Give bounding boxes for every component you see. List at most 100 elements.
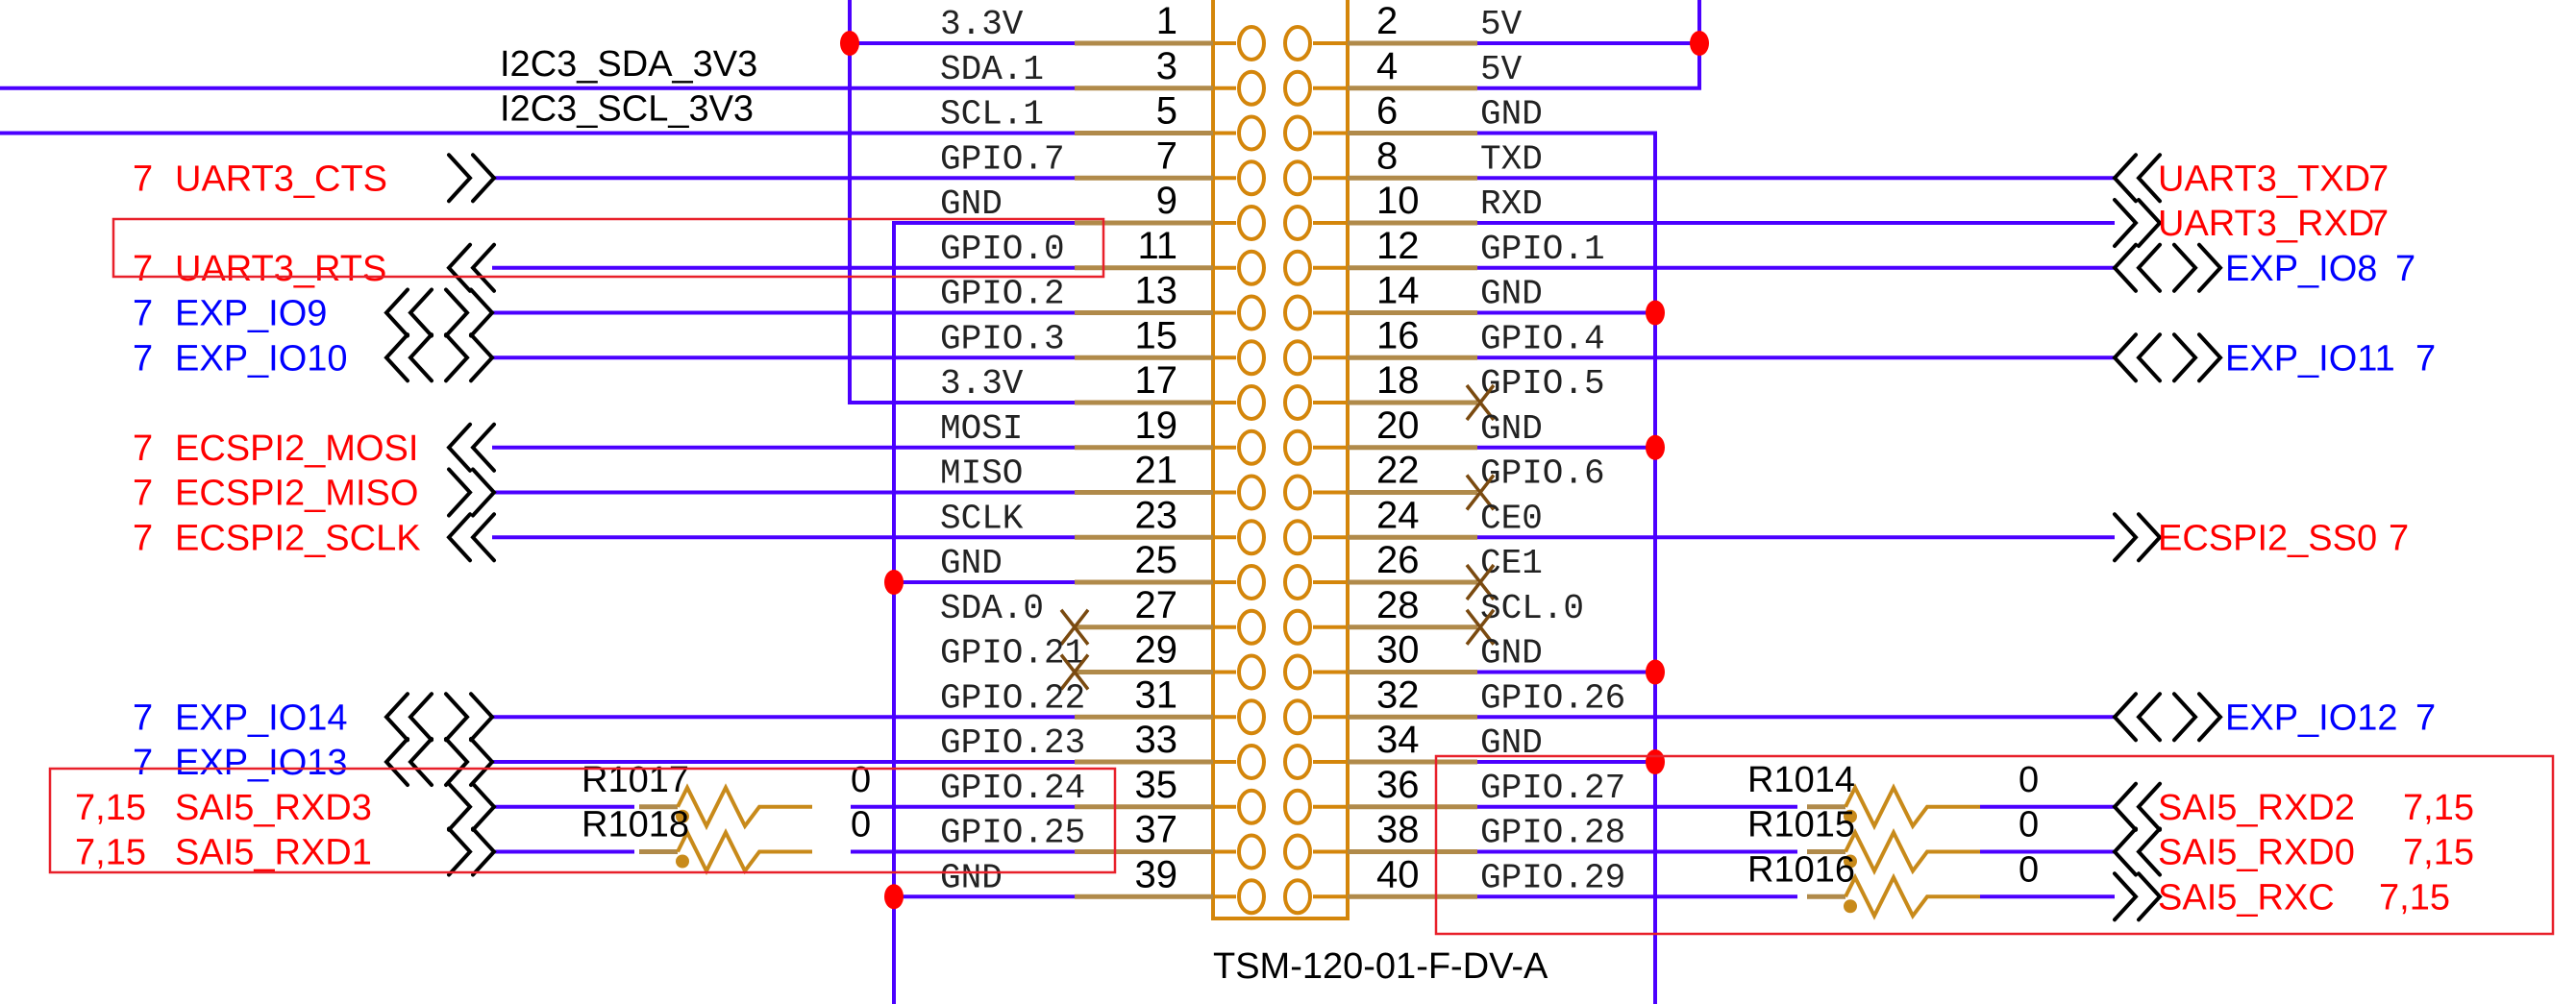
pin-name: GPIO.25 <box>940 814 1085 853</box>
offpage-connector-icon <box>446 422 472 473</box>
resistor-value: 0 <box>2019 760 2039 800</box>
resistor-icon <box>1844 783 1980 831</box>
pin-name: SCL.1 <box>940 95 1044 135</box>
pin-pad-icon <box>1283 114 1312 152</box>
net-sheet-ref: 7 <box>133 518 153 558</box>
pin-number: 35 <box>1135 764 1178 806</box>
resistor-value: 0 <box>2019 849 2039 890</box>
pin-number: 17 <box>1135 359 1178 402</box>
offpage-connector-icon <box>469 332 495 383</box>
resistor-pin1-dot <box>676 809 689 823</box>
offpage-connector-icon <box>2112 826 2138 877</box>
junction-5v <box>1690 31 1709 56</box>
wire-5v-rail <box>1477 0 1701 90</box>
net-label: ECSPI2_MOSI <box>175 429 418 469</box>
pin-number: 2 <box>1376 0 1398 42</box>
pin-pad-icon <box>1283 519 1312 556</box>
offpage-connector-icon <box>447 781 473 832</box>
pin-name: GPIO.21 <box>940 634 1085 673</box>
pin-name: GPIO.23 <box>940 723 1085 763</box>
offpage-connector-icon <box>2112 692 2138 743</box>
pin-pad-icon <box>1283 25 1312 61</box>
junction-gnd-25 <box>884 570 904 595</box>
net-label: UART3_TXD <box>2158 159 2370 199</box>
pin-pad-icon <box>1237 698 1266 736</box>
pin-pad-icon <box>1237 519 1266 556</box>
offpage-connector-icon <box>2136 242 2162 293</box>
net-label-i2c3_scl_3v3: I2C3_SCL_3V3 <box>500 89 754 130</box>
net-sheet-ref: 7 <box>2415 338 2436 379</box>
pin-number: 11 <box>1137 225 1177 267</box>
pin-number: 21 <box>1135 450 1178 492</box>
pin-number: 38 <box>1376 809 1420 851</box>
pin-name: SDA.0 <box>940 589 1044 628</box>
resistor-designator: R1015 <box>1747 805 1855 845</box>
pin-pad-icon <box>1283 878 1312 916</box>
offpage-connector-icon <box>2197 242 2223 293</box>
pin-number: 20 <box>1376 404 1420 447</box>
pin-pad-icon <box>1237 878 1266 916</box>
net-label: SAI5_RXC <box>2158 877 2335 918</box>
net-sheet-ref: 7 <box>133 698 153 738</box>
pin-name: GPIO.24 <box>940 769 1085 808</box>
offpage-connector-icon <box>447 826 473 877</box>
pin-name: GND <box>1480 275 1543 314</box>
no-connect-icon <box>1465 608 1496 646</box>
resistor-r1014 <box>1807 783 1980 831</box>
net-sheet-ref: 7 <box>133 743 153 783</box>
pin-name: CE1 <box>1480 544 1543 583</box>
no-connect-icon <box>1465 563 1496 601</box>
pin-name: 3.3V <box>940 364 1024 404</box>
net-sheet-ref: 7,15 <box>2379 877 2450 918</box>
junction-gnd-39 <box>884 884 904 910</box>
pin-pad-icon <box>1283 564 1312 600</box>
wires-layer <box>0 0 2115 1004</box>
offpage-connector-icon <box>384 737 409 787</box>
offpage-connector-icon <box>446 242 472 293</box>
net-label: SAI5_RXD0 <box>2158 833 2355 873</box>
pin-1: 13.3V <box>940 0 1266 61</box>
pin-number: 30 <box>1376 629 1420 672</box>
net-label: UART3_CTS <box>175 159 387 199</box>
pin-number: 40 <box>1376 853 1420 895</box>
junction-dot <box>1646 434 1665 460</box>
net-sheet-ref: 7,15 <box>2403 788 2474 828</box>
no-connect-icon <box>1465 383 1496 422</box>
pin-pad-icon <box>1237 833 1266 870</box>
offpage-connector-icon <box>470 422 496 473</box>
pin-number: 24 <box>1376 494 1420 536</box>
offpage-connector-icon <box>2197 692 2223 743</box>
net-sheet-ref: 7 <box>133 294 153 334</box>
pin-name: SCLK <box>940 499 1024 538</box>
offpage-connector-icon <box>469 692 495 743</box>
pin-name: GND <box>1480 634 1543 673</box>
pin-pad-icon <box>1283 294 1312 331</box>
offpage-connector-icon <box>2136 826 2162 877</box>
pin-pad-icon <box>1237 294 1266 331</box>
pin-number: 14 <box>1376 270 1420 312</box>
net-label-i2c3_sda_3v3: I2C3_SDA_3V3 <box>500 44 757 85</box>
net-sheet-ref: 7 <box>133 249 153 289</box>
pin-name: GPIO.3 <box>940 319 1065 358</box>
net-label: ECSPI2_SS0 <box>2158 518 2377 558</box>
pin-30: 30 GND <box>1283 629 1543 691</box>
pin-8: 8 TXD <box>1283 135 1543 197</box>
pin-pad-icon <box>1237 249 1266 286</box>
pin-name: TXD <box>1480 139 1543 179</box>
net-sheet-ref: 7 <box>2395 249 2415 289</box>
net-label: EXP_IO11 <box>2225 338 2395 379</box>
pin-number: 8 <box>1376 135 1398 177</box>
pin-number: 3 <box>1156 45 1177 87</box>
pin-number: 28 <box>1376 584 1420 626</box>
uart3-rts-gpio0-box <box>111 217 1105 279</box>
